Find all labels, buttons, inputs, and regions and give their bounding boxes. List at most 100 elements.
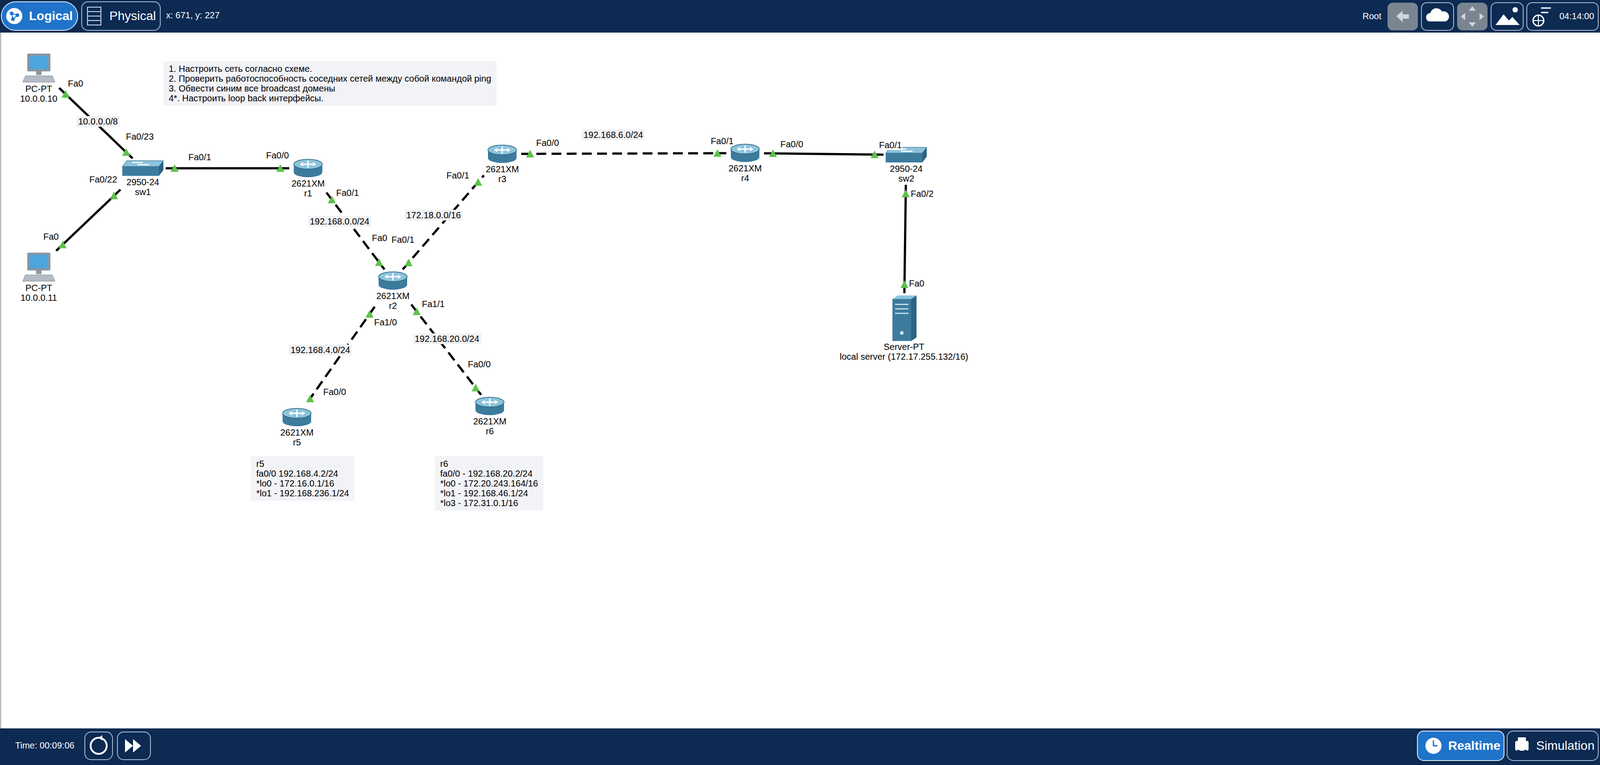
port-label: Fa0/22 bbox=[88, 174, 118, 185]
router-icon bbox=[474, 395, 506, 417]
port-label: Fa0/0 bbox=[322, 387, 347, 397]
device-model: PC-PT bbox=[24, 283, 54, 293]
note-line: *lo3 - 172.31.0.1/16 bbox=[440, 498, 519, 509]
network-device: 2621XMr1 bbox=[290, 158, 326, 199]
ui-text: Simulation bbox=[1536, 738, 1595, 754]
crossover-link bbox=[402, 175, 484, 270]
network-label: 192.168.6.0/24 bbox=[581, 129, 645, 141]
note-line: r6 bbox=[440, 458, 449, 469]
device-name: r3 bbox=[497, 174, 508, 184]
time-buttons bbox=[84, 732, 151, 760]
pc-icon bbox=[20, 251, 57, 284]
port-label: Fa0 bbox=[370, 233, 388, 243]
note-line: fa0/0 192.168.4.2/24 bbox=[256, 468, 339, 479]
link-line bbox=[304, 306, 375, 406]
ui-text: x: 671, y: 227 bbox=[166, 9, 220, 21]
device-model: 2621XM bbox=[727, 163, 763, 174]
router-icon bbox=[377, 270, 409, 292]
note-line: *lo0 - 172.16.0.1/16 bbox=[256, 478, 335, 489]
device-model: Server-PT bbox=[882, 341, 925, 352]
device-model: 2621XM bbox=[290, 178, 326, 189]
note-box: 1. Настроить сеть согласно схеме.2. Пров… bbox=[163, 61, 497, 106]
network-device: 2621XMr6 bbox=[472, 395, 508, 437]
ui-text: Root bbox=[1362, 10, 1382, 22]
canvas-edge bbox=[0, 32, 2, 729]
port-label: Fa0/0 bbox=[535, 137, 560, 148]
port-label: Fa0 bbox=[42, 231, 60, 242]
port-label: Fa0/0 bbox=[265, 150, 290, 161]
link-light bbox=[870, 150, 879, 159]
port-label: Fa0/0 bbox=[466, 359, 492, 370]
device-name: r2 bbox=[387, 300, 398, 311]
network-label: 172.18.0.0/16 bbox=[404, 209, 463, 221]
link-light bbox=[306, 394, 315, 403]
link-line bbox=[165, 167, 290, 170]
link-light bbox=[412, 307, 421, 316]
port-label: Fa0/2 bbox=[909, 188, 935, 199]
device-model: 2950-24 bbox=[888, 163, 924, 174]
network-device: 2950-24sw2 bbox=[884, 145, 928, 184]
link-line bbox=[521, 153, 727, 155]
network-device: Server-PTlocal server (172.17.255.132/16… bbox=[838, 294, 970, 362]
switch-icon bbox=[121, 159, 165, 178]
server-icon bbox=[889, 294, 919, 342]
device-name: r1 bbox=[303, 188, 313, 199]
network-device: PC-PT10.0.0.11 bbox=[19, 251, 59, 303]
link-light bbox=[474, 178, 483, 186]
physical-button bbox=[81, 1, 161, 31]
crossover-link bbox=[521, 149, 727, 158]
crossover-link bbox=[304, 306, 375, 406]
toolbar-icons bbox=[1387, 2, 1599, 31]
link-light bbox=[327, 195, 336, 204]
note-line: 3. Обвести синим все broadcast домены bbox=[168, 83, 336, 94]
link-line bbox=[904, 184, 906, 294]
ui-text: 04:14:00 bbox=[1559, 10, 1595, 22]
network-label: 192.168.20.0/24 bbox=[412, 333, 482, 345]
link-light bbox=[61, 90, 70, 98]
link-light bbox=[365, 310, 374, 318]
ui-text: Realtime bbox=[1448, 738, 1501, 754]
device-name: r5 bbox=[291, 437, 302, 448]
link-light bbox=[122, 148, 131, 156]
link-light bbox=[471, 383, 480, 392]
link-light bbox=[375, 258, 384, 267]
router-icon bbox=[292, 158, 324, 179]
top-bar bbox=[0, 0, 1600, 33]
network-device: 2621XMr5 bbox=[279, 407, 315, 448]
device-name: sw1 bbox=[133, 187, 152, 197]
port-label: Fa0/1 bbox=[709, 136, 735, 146]
link-line bbox=[56, 189, 121, 251]
device-model: 2621XM bbox=[279, 427, 315, 438]
device-model: PC-PT bbox=[24, 83, 54, 94]
link-light bbox=[109, 191, 118, 200]
note-box: r5fa0/0 192.168.4.2/24*lo0 - 172.16.0.1/… bbox=[250, 456, 355, 501]
port-label: Fa0 bbox=[908, 278, 925, 289]
pc-icon bbox=[20, 52, 57, 84]
port-label: Fa0/1 bbox=[390, 234, 416, 245]
link-light bbox=[900, 280, 909, 288]
network-device: 2621XMr2 bbox=[375, 270, 411, 311]
link-line bbox=[59, 87, 133, 159]
port-label: Fa0/1 bbox=[878, 140, 903, 150]
device-name: 10.0.0.10 bbox=[19, 93, 59, 104]
link-light bbox=[525, 150, 534, 158]
crossover-link bbox=[326, 192, 385, 270]
router-icon bbox=[486, 143, 518, 165]
device-name: sw2 bbox=[897, 173, 916, 184]
port-label: Fa1/1 bbox=[420, 299, 446, 309]
crossover-link bbox=[411, 304, 481, 395]
device-model: 2621XM bbox=[375, 291, 411, 301]
note-line: 2. Проверить работоспособность соседних … bbox=[168, 73, 492, 84]
logical-button bbox=[1, 1, 78, 31]
note-line: *lo1 - 192.168.236.1/24 bbox=[256, 488, 350, 499]
note-box: r6fa0/0 - 192.168.20.2/24*lo0 - 172.20.2… bbox=[434, 456, 544, 511]
link-line bbox=[326, 192, 385, 270]
device-model: 2621XM bbox=[472, 416, 508, 427]
network-label: 192.168.0.0/24 bbox=[308, 216, 371, 227]
mode-buttons bbox=[1417, 731, 1599, 761]
link-light bbox=[404, 258, 413, 267]
device-name: r6 bbox=[484, 426, 495, 437]
